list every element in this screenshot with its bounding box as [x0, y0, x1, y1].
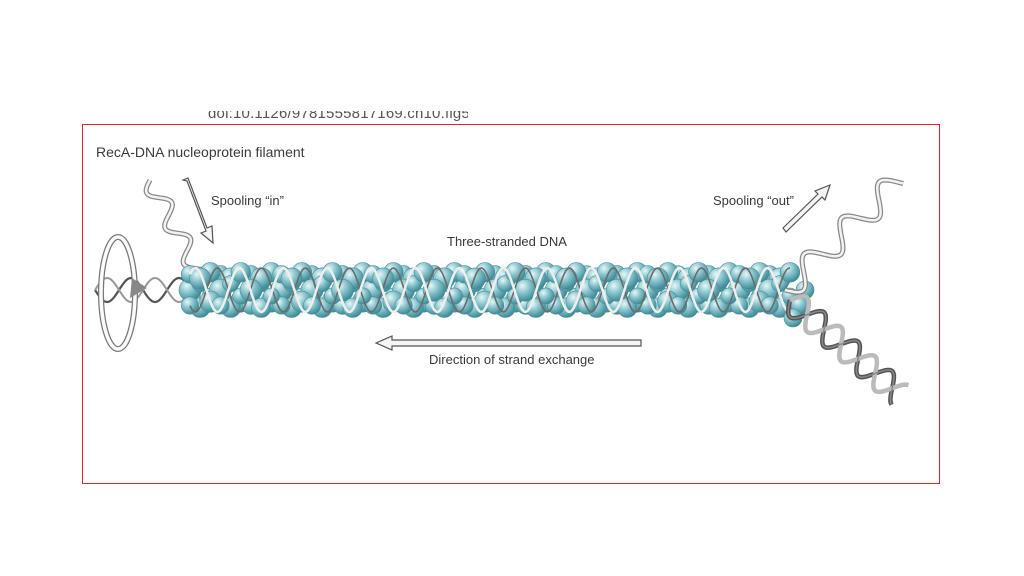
- doi-text: doi:10.1126/9781555817169.ch10.fig5: [208, 111, 468, 122]
- spooling-in-label: Spooling “in”: [211, 193, 284, 208]
- direction-label: Direction of strand exchange: [429, 352, 595, 367]
- spooling-out-arrow-icon: [782, 183, 831, 233]
- cropped-doi-text: doi:10.1126/9781555817169.ch10.fig5: [208, 111, 468, 124]
- recA-protein-subunit: [779, 262, 801, 283]
- three-stranded-dna: [188, 266, 791, 314]
- figure-frame: [82, 124, 940, 484]
- spooling-in-arrow-icon: [181, 177, 214, 245]
- outgoing-duplex-right: [785, 294, 910, 406]
- rotation-arrow-icon: [98, 234, 147, 352]
- recA-protein-subunit: [688, 262, 709, 283]
- recA-protein-subunit: [181, 296, 200, 315]
- direction-arrow-icon: [374, 335, 642, 351]
- recA-protein-subunit: [251, 297, 272, 318]
- recA-protein-subunit: [629, 287, 646, 305]
- figure-title: RecA-DNA nucleoprotein filament: [96, 144, 305, 160]
- three-stranded-dna-label: Three-stranded DNA: [447, 234, 567, 249]
- outgoing-single-strand: [784, 177, 904, 295]
- spooling-out-label: Spooling “out”: [713, 193, 794, 208]
